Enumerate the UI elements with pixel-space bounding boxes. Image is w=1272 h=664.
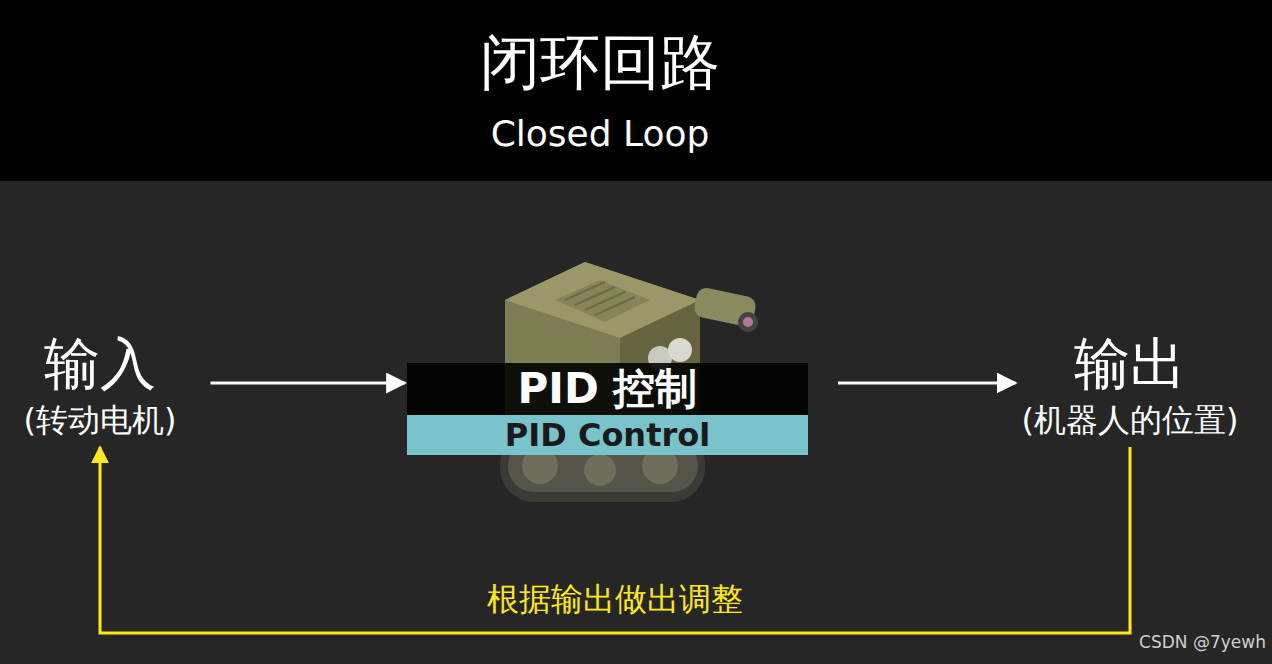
- signal-note: (转动电机): [20, 399, 181, 441]
- signal-name: 输入: [20, 329, 181, 399]
- controller-box: PID 控制PID Control: [407, 363, 808, 455]
- controller-subtitle: PID Control: [407, 415, 808, 455]
- title: 闭环回路: [0, 20, 1200, 104]
- feedback-arrow: [100, 447, 1130, 633]
- edge-label: 根据输出做出调整: [481, 579, 749, 619]
- signal-note: (机器人的位置): [1018, 399, 1243, 441]
- signal-label: 输出(机器人的位置): [1018, 329, 1243, 441]
- signal-arrow: [838, 382, 1016, 385]
- caption: Closed Loop: [0, 112, 1200, 156]
- signal-name: 输出: [1018, 329, 1243, 399]
- signal-label: 输入(转动电机): [20, 329, 181, 441]
- signal-arrow: [210, 382, 405, 385]
- watermark: CSDN @7yewh: [1139, 631, 1266, 653]
- controller-title: PID 控制: [407, 363, 808, 415]
